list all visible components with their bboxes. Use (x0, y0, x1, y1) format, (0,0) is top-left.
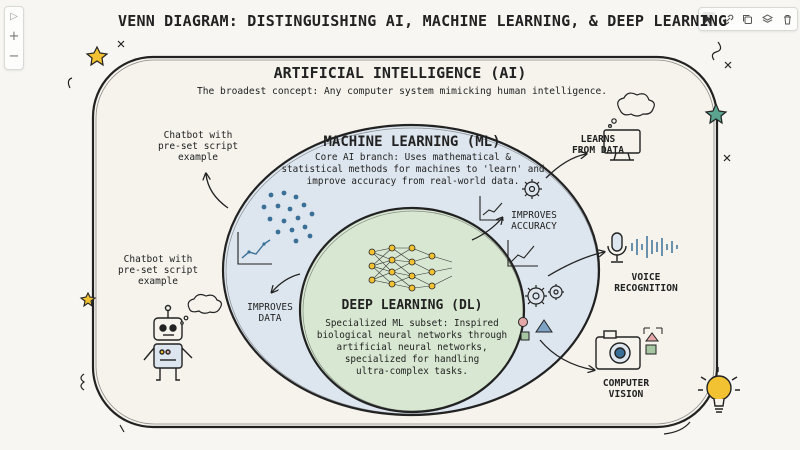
link-icon[interactable] (721, 12, 735, 26)
zoom-in-button[interactable]: + (8, 29, 20, 44)
tool-palette (698, 7, 798, 31)
trash-icon[interactable] (780, 12, 794, 26)
robot-thought-cloud (180, 293, 223, 325)
gears-icon (525, 284, 564, 307)
robot-icon (143, 304, 193, 381)
sound-wave-icon (631, 236, 678, 258)
dl-description-line: Specialized ML subset: Inspired (325, 318, 499, 329)
dl-description-line: ultra-complex tasks. (356, 366, 468, 377)
pointer-icon[interactable] (701, 12, 716, 26)
zoom-out-button[interactable]: − (8, 49, 20, 64)
camera-icon (595, 327, 663, 370)
arrows (206, 154, 604, 370)
page-title: VENN DIAGRAM: DISTINGUISHING AI, MACHINE… (118, 12, 728, 30)
copy-icon[interactable] (741, 12, 755, 26)
light-bulb-icon (698, 367, 740, 413)
shapes-icon (518, 317, 553, 341)
dl-title: DEEP LEARNING (DL) (341, 298, 483, 313)
microphone-icon (607, 232, 627, 263)
star-doodle-small (79, 291, 97, 308)
ml-description-line: Core AI branch: Uses mathematical & (315, 152, 511, 163)
layers-icon[interactable] (761, 12, 775, 26)
dl-description-line: artificial neural networks, (336, 342, 488, 353)
thought-cloud-icon (607, 92, 655, 128)
accuracy-chart-icon (507, 240, 538, 267)
dl-description-line: specialized for handling (344, 354, 480, 365)
monitor-icon (603, 129, 641, 161)
gear-icon (522, 179, 542, 199)
dl-description-line: biological neural networks through (316, 330, 508, 341)
ml-title: MACHINE LEARNING (ML) (323, 134, 501, 150)
select-tool-icon[interactable]: ▷ (10, 11, 18, 22)
sparkle-doodles (67, 40, 732, 435)
star-doodle (85, 45, 109, 67)
ml-description-line: statistical methods for machines to 'lea… (281, 164, 545, 175)
ai-title: ARTIFICIAL INTELLIGENCE (AI) (273, 64, 527, 82)
star-doodle-green (704, 102, 728, 125)
line-chart-icon (237, 232, 272, 265)
ml-description-line: improve accuracy from real-world data. (306, 176, 520, 187)
data-points-icon (261, 190, 315, 244)
zoom-toolbar: ▷ + − (4, 6, 24, 70)
ai-description: The broadest concept: Any computer syste… (196, 86, 608, 97)
dl-circle (298, 206, 526, 414)
